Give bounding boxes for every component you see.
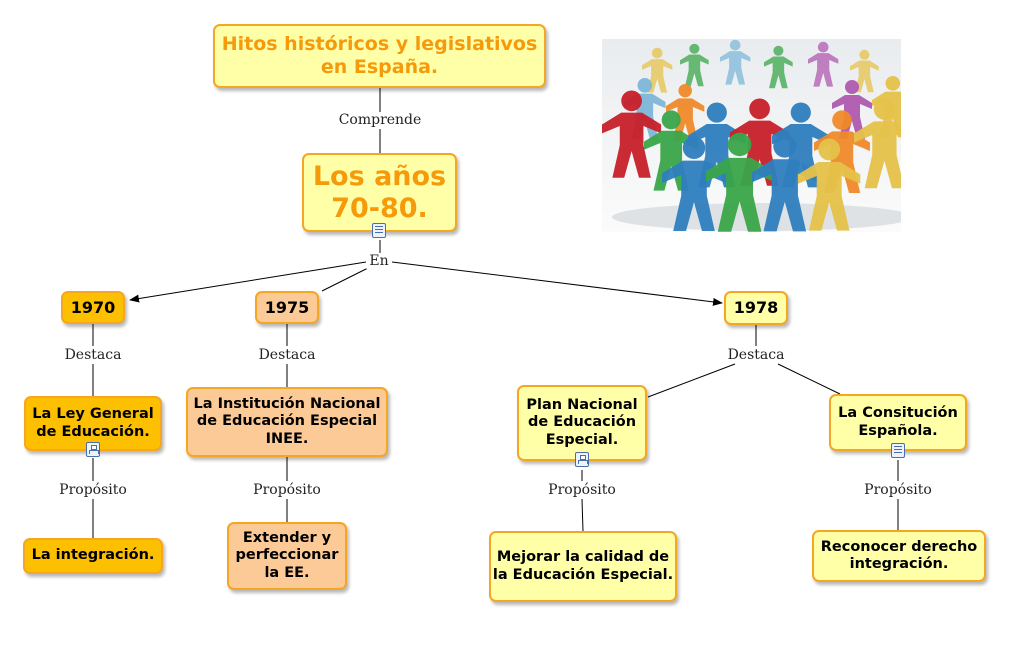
link-en-1978 [391,261,723,306]
inee-node[interactable]: La Institución Nacional de Educación Esp… [186,387,388,457]
ley-general-node[interactable]: La Ley General de Educación. [24,396,162,451]
reconocer-node[interactable]: Reconocer derecho integración. [812,530,986,582]
plan-nacional-node[interactable]: Plan Nacional de Educación Especial. [517,385,647,461]
title-node[interactable]: Hitos históricos y legislativos en Españ… [213,24,546,88]
decades-document-icon[interactable] [372,223,386,238]
year-1975-node[interactable]: 1975 [255,291,319,324]
link-label-proposito-ley[interactable]: Propósito [56,482,130,498]
link-label-destaca-1978[interactable]: Destaca [724,347,788,363]
link-label-proposito-inee[interactable]: Propósito [250,482,324,498]
ley-concept-map-icon[interactable] [86,442,100,457]
link-label-proposito-const[interactable]: Propósito [861,482,935,498]
year-1970-node[interactable]: 1970 [61,291,125,324]
link-label-proposito-plan[interactable]: Propósito [545,482,619,498]
integracion-node[interactable]: La integración. [23,538,163,574]
link-label-en[interactable]: En [366,253,392,269]
link-label-destaca-1975[interactable]: Destaca [255,347,319,363]
constitucion-document-icon[interactable] [891,443,905,458]
link-destaca-const [777,363,841,395]
link-proposito-mejorar [581,498,584,532]
link-label-comprende[interactable]: Comprende [335,112,425,128]
link-en-1975 [321,267,369,292]
mejorar-node[interactable]: Mejorar la calidad de la Educación Espec… [489,531,677,602]
link-label-destaca-1970[interactable]: Destaca [61,347,125,363]
decades-node[interactable]: Los años 70-80. [302,153,457,232]
paper-people-image [602,39,901,232]
link-en-1970 [129,261,367,303]
link-destaca-plan [647,363,736,398]
extender-node[interactable]: Extender y perfeccionar la EE. [227,522,347,590]
plan-concept-map-icon[interactable] [575,452,589,467]
year-1978-node[interactable]: 1978 [724,291,788,325]
